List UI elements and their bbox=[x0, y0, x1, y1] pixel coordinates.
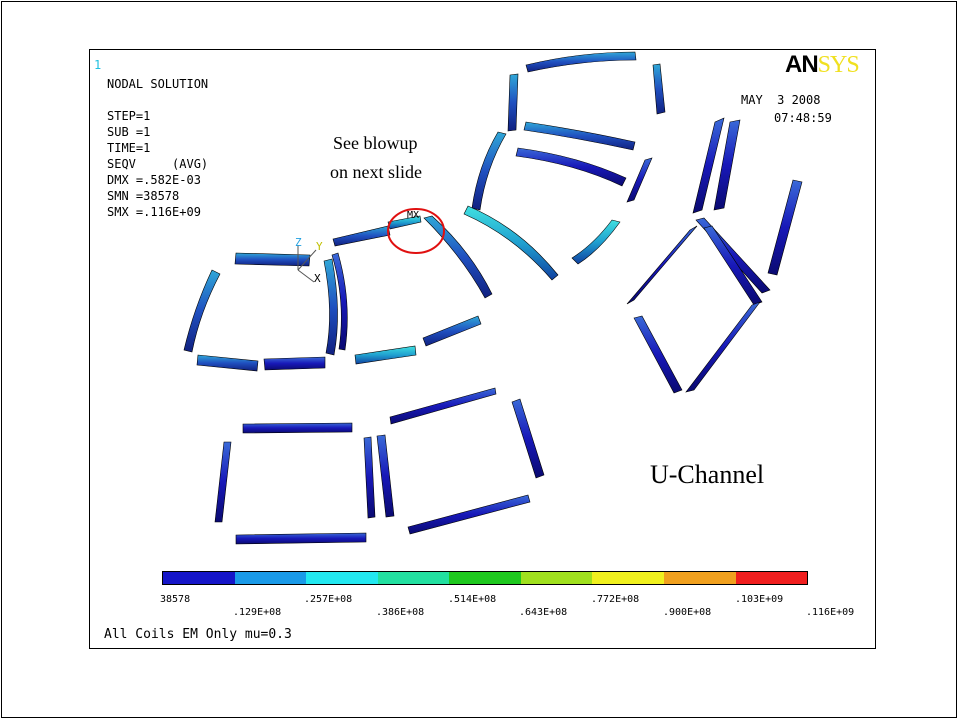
annotation-line-1: See blowup bbox=[333, 133, 418, 153]
legend-tick: 38578 bbox=[160, 594, 191, 605]
coil-group-lower bbox=[214, 387, 545, 545]
legend-band-3 bbox=[306, 572, 378, 584]
max-highlight-circle bbox=[387, 208, 445, 254]
param-smx: SMX =.116E+09 bbox=[107, 205, 201, 219]
annotation-line-2: on next slide bbox=[330, 162, 422, 182]
coil-model-plot bbox=[183, 51, 803, 545]
graphics-viewport[interactable]: 1 NODAL SOLUTION STEP=1 SUB =1 TIME=1 SE… bbox=[89, 49, 876, 649]
param-smn: SMN =38578 bbox=[107, 189, 180, 203]
legend-band-1 bbox=[163, 572, 235, 584]
coil-group-left bbox=[183, 215, 493, 372]
param-sub: SUB =1 bbox=[107, 125, 151, 139]
plot-time: 07:48:59 bbox=[774, 111, 832, 125]
triad-x-label: X bbox=[314, 272, 321, 285]
legend-band-6 bbox=[520, 572, 593, 584]
legend-tick: .103E+09 bbox=[735, 594, 784, 605]
max-marker: MX bbox=[407, 210, 420, 221]
part-label: U-Channel bbox=[650, 460, 765, 489]
param-seqv: SEQV (AVG) bbox=[107, 157, 209, 171]
param-step: STEP=1 bbox=[107, 109, 151, 123]
legend-band-5 bbox=[449, 572, 521, 584]
plot-date: MAY 3 2008 bbox=[741, 93, 821, 107]
plot-title: NODAL SOLUTION bbox=[107, 77, 209, 91]
legend-band-8 bbox=[663, 572, 736, 584]
plot-footer-title: All Coils EM Only mu=0.3 bbox=[104, 627, 292, 642]
param-time: TIME=1 bbox=[107, 141, 151, 155]
legend-tick: .116E+09 bbox=[806, 607, 855, 618]
triad-y-label: Y bbox=[316, 240, 323, 253]
legend-tick: .386E+08 bbox=[376, 607, 425, 618]
param-dmx: DMX =.582E-03 bbox=[107, 173, 201, 187]
triad-z-label: Z bbox=[295, 236, 302, 249]
legend-tick: .900E+08 bbox=[663, 607, 712, 618]
ansys-logo: ANSYS bbox=[785, 51, 860, 79]
legend-band-2 bbox=[234, 572, 307, 584]
legend-tick: .514E+08 bbox=[448, 594, 497, 605]
legend-tick: .257E+08 bbox=[304, 594, 353, 605]
legend-tick: .129E+08 bbox=[233, 607, 282, 618]
legend-band-4 bbox=[377, 572, 450, 584]
coil-group-upper bbox=[463, 51, 666, 281]
logo-sys: SYS bbox=[817, 52, 860, 78]
legend-band-7 bbox=[592, 572, 664, 584]
coordinate-triad bbox=[297, 245, 317, 283]
legend-tick: .643E+08 bbox=[519, 607, 568, 618]
legend-tick: .772E+08 bbox=[591, 594, 640, 605]
legend-band-9 bbox=[735, 572, 808, 584]
logo-an: AN bbox=[785, 51, 819, 78]
coil-group-right bbox=[626, 117, 803, 394]
window-number: 1 bbox=[94, 58, 102, 72]
contour-legend-bar bbox=[162, 571, 808, 585]
